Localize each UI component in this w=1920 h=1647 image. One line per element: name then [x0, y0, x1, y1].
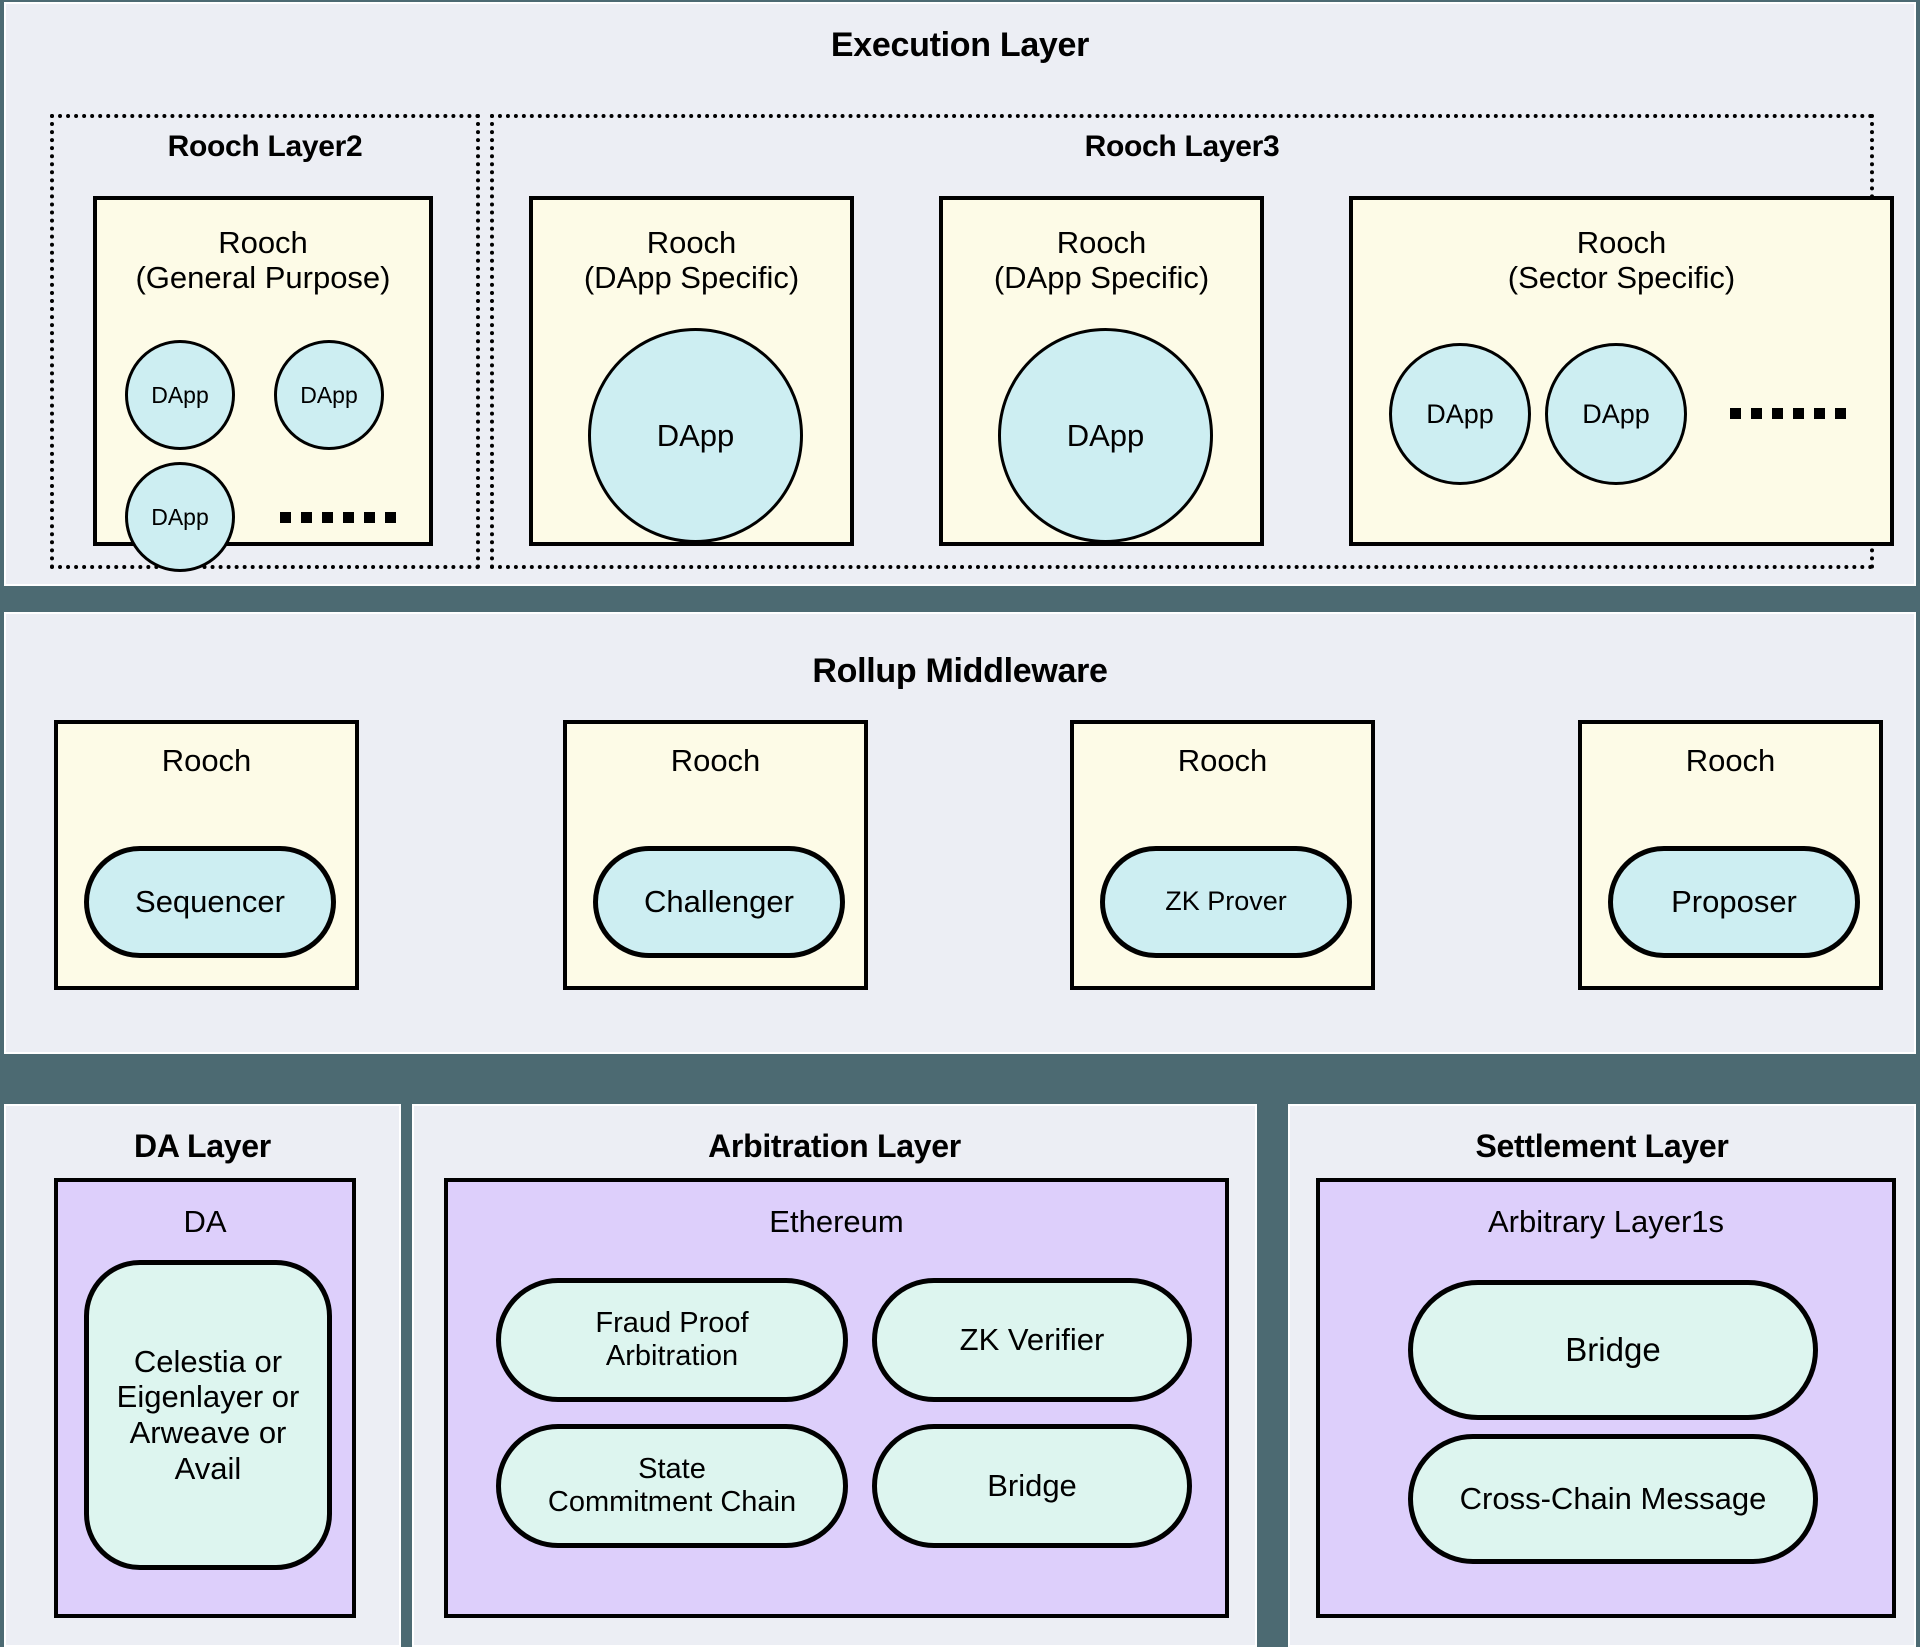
- arbitrary-layer1s-box: Arbitrary Layer1s Bridge Cross-Chain Mes…: [1316, 1178, 1896, 1618]
- dapp-circle: DApp: [588, 328, 803, 543]
- da-box: DA Celestia or Eigenlayer or Arweave or …: [54, 1178, 356, 1618]
- dapp-ellipsis: [1730, 408, 1846, 419]
- execution-layer-title: Execution Layer: [830, 26, 1090, 64]
- da-provider-pill: Celestia or Eigenlayer or Arweave or Ava…: [84, 1260, 332, 1570]
- rooch-sequencer-label: Rooch: [161, 743, 252, 778]
- rooch-layer2-title: Rooch Layer2: [167, 130, 363, 163]
- execution-layer-band: Execution Layer Rooch Layer2 Rooch (Gene…: [4, 2, 1916, 586]
- rooch-challenger-box: Rooch Challenger: [563, 720, 868, 990]
- rooch-layer2-group: Rooch Layer2 Rooch (General Purpose) DAp…: [50, 114, 480, 572]
- rooch-dapp-specific-box-1: Rooch (DApp Specific) DApp: [529, 196, 854, 546]
- challenger-pill: Challenger: [593, 846, 845, 958]
- rooch-general-purpose-box: Rooch (General Purpose) DApp DApp DApp: [93, 196, 433, 572]
- rooch-layer3-title: Rooch Layer3: [1084, 130, 1280, 163]
- zk-verifier-pill: ZK Verifier: [872, 1278, 1192, 1402]
- rooch-zk-prover-box: Rooch ZK Prover: [1070, 720, 1375, 990]
- rooch-proposer-box: Rooch Proposer: [1578, 720, 1883, 990]
- rooch-general-purpose-label: Rooch (General Purpose): [135, 225, 391, 295]
- da-layer-band: DA Layer DA Celestia or Eigenlayer or Ar…: [4, 1104, 401, 1647]
- zk-prover-pill: ZK Prover: [1100, 846, 1352, 958]
- rooch-dapp-specific-label-2: Rooch (DApp Specific): [993, 225, 1210, 295]
- da-box-label: DA: [183, 1204, 227, 1239]
- dapp-circle: DApp: [125, 340, 235, 450]
- dapp-circle: DApp: [998, 328, 1213, 543]
- arbitrary-layer1s-label: Arbitrary Layer1s: [1487, 1204, 1725, 1239]
- rollup-middleware-title: Rollup Middleware: [812, 652, 1108, 690]
- dapp-circle: DApp: [274, 340, 384, 450]
- rooch-dapp-specific-box-2: Rooch (DApp Specific) DApp: [939, 196, 1264, 546]
- cross-chain-message-pill: Cross-Chain Message: [1408, 1434, 1818, 1564]
- rooch-sequencer-box: Rooch Sequencer: [54, 720, 359, 990]
- dapp-circle: DApp: [125, 462, 235, 572]
- dapp-ellipsis: [280, 512, 396, 523]
- sequencer-pill: Sequencer: [84, 846, 336, 958]
- rooch-sector-specific-label: Rooch (Sector Specific): [1507, 225, 1736, 295]
- rooch-layer3-group: Rooch Layer3 Rooch (DApp Specific) DApp …: [490, 114, 1894, 569]
- rooch-sector-specific-box: Rooch (Sector Specific) DApp DApp: [1349, 196, 1894, 546]
- rooch-zk-prover-label: Rooch: [1177, 743, 1268, 778]
- state-commitment-chain-pill: State Commitment Chain: [496, 1424, 848, 1548]
- fraud-proof-arbitration-pill: Fraud Proof Arbitration: [496, 1278, 848, 1402]
- settlement-layer-band: Settlement Layer Arbitrary Layer1s Bridg…: [1288, 1104, 1916, 1647]
- settlement-layer-title: Settlement Layer: [1475, 1128, 1729, 1164]
- dapp-circle: DApp: [1389, 343, 1531, 485]
- arbitration-layer-band: Arbitration Layer Ethereum Fraud Proof A…: [412, 1104, 1257, 1647]
- settlement-bridge-pill: Bridge: [1408, 1280, 1818, 1420]
- rooch-proposer-label: Rooch: [1685, 743, 1776, 778]
- dapp-circle: DApp: [1545, 343, 1687, 485]
- rooch-dapp-specific-label-1: Rooch (DApp Specific): [583, 225, 800, 295]
- da-layer-title: DA Layer: [134, 1128, 271, 1164]
- proposer-pill: Proposer: [1608, 846, 1860, 958]
- arbitration-layer-title: Arbitration Layer: [708, 1128, 961, 1164]
- ethereum-box-label: Ethereum: [769, 1204, 904, 1239]
- arbitration-bridge-pill: Bridge: [872, 1424, 1192, 1548]
- rooch-challenger-label: Rooch: [670, 743, 761, 778]
- rollup-middleware-band: Rollup Middleware Rooch Sequencer Rooch …: [4, 612, 1916, 1054]
- ethereum-box: Ethereum Fraud Proof Arbitration ZK Veri…: [444, 1178, 1229, 1618]
